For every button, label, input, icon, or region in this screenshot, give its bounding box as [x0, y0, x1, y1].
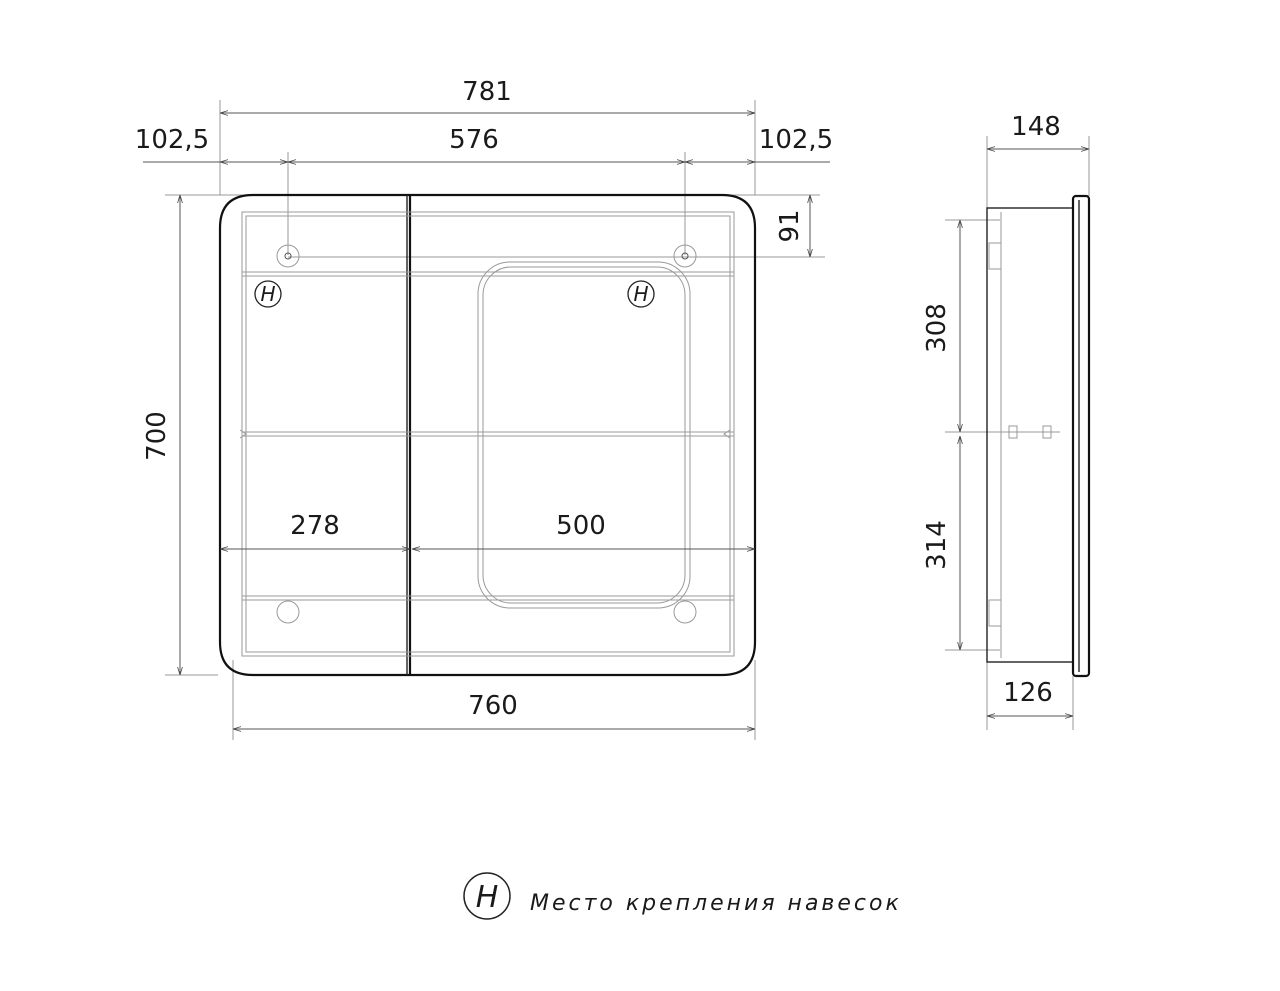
side-view: 148 308 314 126: [922, 112, 1091, 730]
side-door-panel: [1071, 194, 1091, 678]
dim-total-depth: 148: [1011, 112, 1061, 142]
cabinet-outline: [218, 193, 757, 677]
front-view: 781 102,5 576 102,5 91 700: [135, 77, 833, 740]
dim-body-width: 760: [468, 691, 518, 721]
dim-top-to-mount: 91: [775, 209, 805, 242]
dim-left-door-width: 278: [290, 511, 340, 541]
mount-marker-left: H: [254, 280, 282, 308]
dim-body-depth: 126: [1003, 678, 1053, 708]
legend-marker-circle: [463, 872, 511, 920]
legend: H Место крепления навесок: [463, 872, 902, 920]
dim-right-offset: 102,5: [759, 125, 833, 155]
dim-overall-width: 781: [462, 77, 512, 107]
dim-height: 700: [142, 411, 172, 461]
dim-right-door-width: 500: [556, 511, 606, 541]
mount-hole-left: [276, 244, 300, 268]
legend-text: Место крепления навесок: [530, 891, 902, 916]
side-body: [986, 207, 1074, 663]
svg-text:H: H: [633, 282, 648, 306]
lower-hole-left: [276, 600, 300, 624]
mount-hole-right: [673, 244, 697, 268]
dim-mount-spacing: 576: [449, 125, 499, 155]
lower-hole-right: [673, 600, 697, 624]
legend-symbol: H: [476, 880, 499, 915]
mount-marker-right: H: [627, 280, 655, 308]
mirror-panel: [477, 261, 691, 609]
dim-lower-section: 314: [922, 520, 952, 570]
dim-upper-section: 308: [922, 303, 952, 353]
svg-text:H: H: [260, 282, 275, 306]
inner-body: [241, 211, 735, 657]
dim-left-offset: 102,5: [135, 125, 209, 155]
